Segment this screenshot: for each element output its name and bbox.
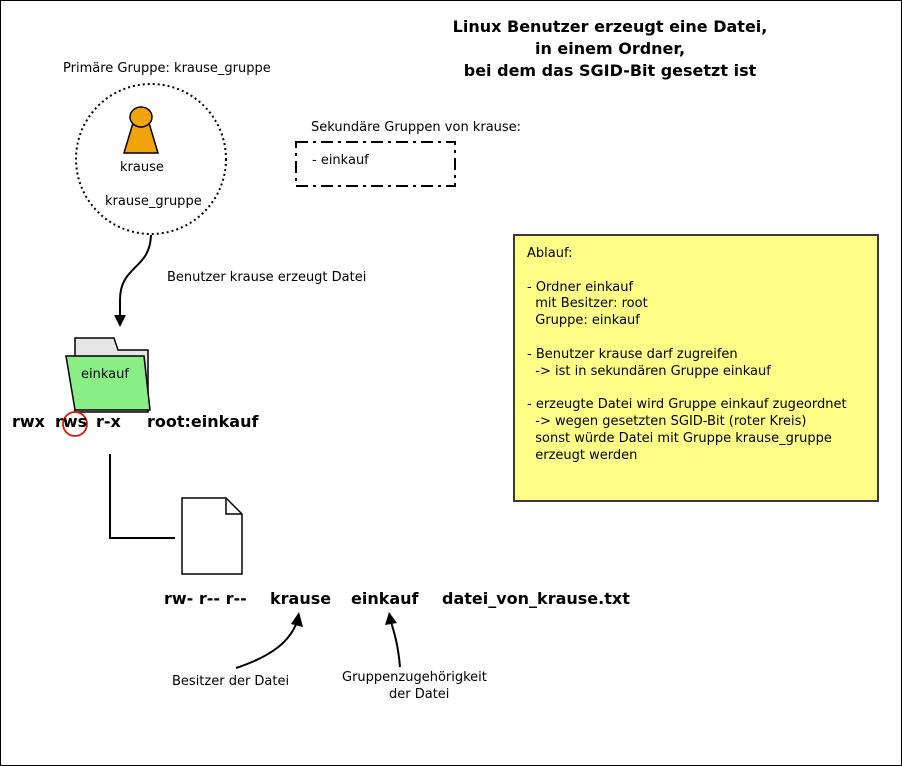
file-perms: rw- r-- r-- xyxy=(164,589,247,608)
file-name: datei_von_krause.txt xyxy=(442,589,630,608)
folder-perm-group: rws xyxy=(55,412,88,431)
title-line-1: Linux Benutzer erzeugt eine Datei, xyxy=(452,17,768,36)
file-owner: krause xyxy=(270,589,332,608)
sequence-note-text: Ablauf: - Ordner einkauf mit Besitzer: r… xyxy=(527,246,847,463)
user-name: krause xyxy=(120,160,164,175)
create-arrow xyxy=(119,234,152,318)
folder-perm-other: r-x xyxy=(96,412,121,431)
create-arrow-label: Benutzer krause erzeugt Datei xyxy=(167,270,367,285)
file-group: einkauf xyxy=(351,589,419,608)
owner-arrow xyxy=(235,621,298,669)
group-annotation-line-2: der Datei xyxy=(389,687,450,702)
group-arrow xyxy=(390,621,401,668)
folder-file-connector xyxy=(109,454,175,539)
primary-group-circle xyxy=(75,83,227,235)
group-annotation-line-1: Gruppenzugehörigkeit xyxy=(342,670,487,685)
group-arrowhead xyxy=(385,612,397,625)
primary-group-label: Primäre Gruppe: krause_gruppe xyxy=(63,61,271,76)
sequence-note: Ablauf: - Ordner einkauf mit Besitzer: r… xyxy=(513,234,879,502)
folder-owner: root:einkauf xyxy=(147,412,259,431)
secondary-group-item: - einkauf xyxy=(312,153,369,168)
secondary-groups-label: Sekundäre Gruppen von krause: xyxy=(311,120,522,135)
secondary-groups-box xyxy=(295,141,456,187)
user-icon xyxy=(122,106,160,154)
user-primary-group: krause_gruppe xyxy=(105,194,202,209)
folder-perm-user: rwx xyxy=(12,412,45,431)
owner-arrowhead xyxy=(291,612,303,627)
owner-annotation: Besitzer der Datei xyxy=(172,674,290,689)
folder-name: einkauf xyxy=(81,367,129,382)
diagram-title: Linux Benutzer erzeugt eine Datei, in ei… xyxy=(400,16,820,82)
folder-icon xyxy=(65,337,151,413)
title-line-2: in einem Ordner, xyxy=(534,39,686,58)
file-icon xyxy=(181,497,243,575)
title-line-3: bei dem das SGID-Bit gesetzt ist xyxy=(463,61,757,80)
sgid-circle xyxy=(62,411,88,437)
create-arrowhead xyxy=(114,315,126,327)
